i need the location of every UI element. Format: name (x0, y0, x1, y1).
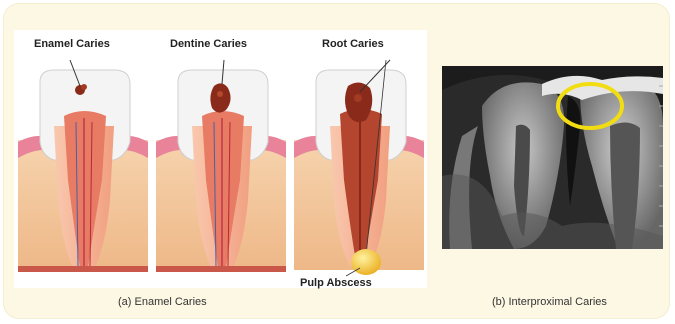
xray-image (442, 66, 663, 249)
caption-left: (a) Enamel Caries (118, 296, 207, 308)
label-dentine-caries: Dentine Caries (170, 38, 247, 50)
abscess-mark (351, 249, 381, 275)
caption-right: (b) Interproximal Caries (492, 296, 607, 308)
label-enamel-caries: Enamel Caries (34, 38, 110, 50)
tooth-dentine-caries (156, 60, 286, 272)
tooth-root-caries (294, 60, 424, 276)
tooth-enamel-caries (18, 60, 148, 272)
label-pulp-abscess: Pulp Abscess (300, 277, 372, 289)
caries-illustration: Enamel Caries Dentine Caries Root Caries… (14, 30, 427, 288)
label-root-caries: Root Caries (322, 38, 384, 50)
